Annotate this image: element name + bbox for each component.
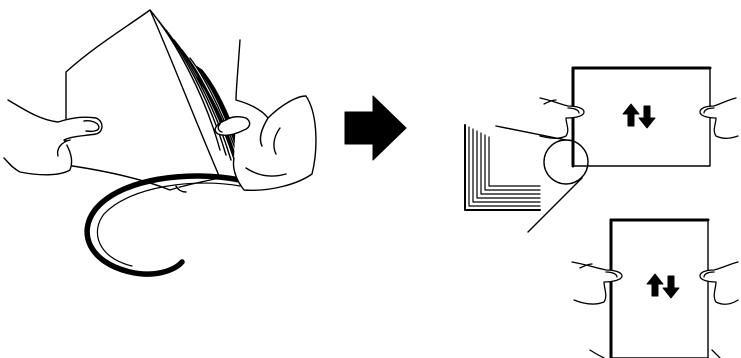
tap-vertical-step — [572, 220, 738, 358]
stacked-edges-detail — [465, 125, 540, 210]
fan-paper-step — [4, 10, 316, 274]
vertical-sheet — [611, 220, 708, 358]
right-arrow-icon — [345, 96, 406, 160]
zoom-circle-icon — [496, 126, 588, 232]
horizontal-sheet — [573, 68, 710, 166]
front-sheet — [66, 10, 220, 190]
curled-sheets — [87, 176, 240, 274]
tap-horizontal-step — [465, 68, 738, 232]
